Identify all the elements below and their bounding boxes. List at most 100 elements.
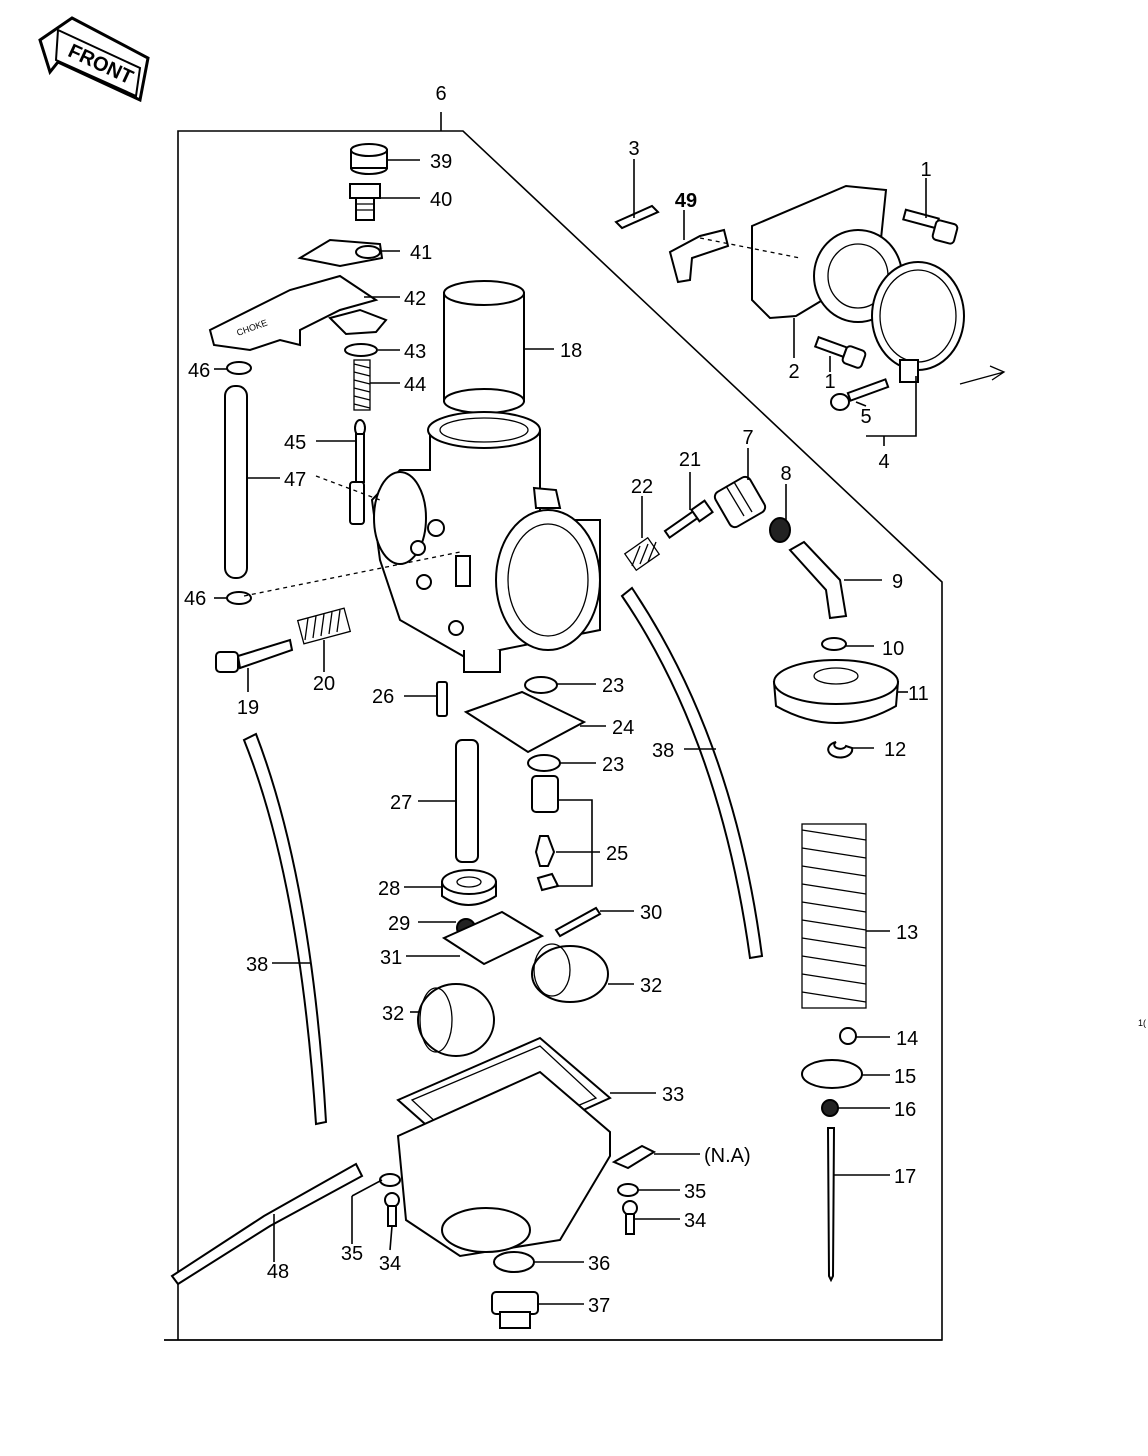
label-41: 41 [410,242,432,264]
label-37: 37 [588,1295,610,1317]
label-32-right: 32 [640,975,662,997]
part-12-clip [827,741,854,759]
label-3: 3 [628,138,639,160]
part-35-washer-right [617,1183,639,1197]
part-44-spring [353,359,371,411]
label-39: 39 [430,151,452,173]
part-10-washer [821,637,847,651]
label-26: 26 [372,686,394,708]
part-37-drain-plug [491,1291,539,1329]
part-5-screw [830,378,890,411]
leader-lines [214,159,927,1305]
part-38-tube-right [620,586,764,960]
label-23-top: 23 [602,675,624,697]
label-na: (N.A) [704,1145,751,1167]
part-49-bracket [668,228,730,284]
part-46-clamp-top [226,361,252,375]
part-41-42-choke-lever: CHOKE [208,238,388,352]
label-42: 42 [404,288,426,310]
label-44: 44 [404,374,426,396]
label-4: 4 [878,451,889,473]
label-32-left: 32 [382,1003,404,1025]
label-14: 14 [896,1028,918,1050]
part-23-gasket-bottom [527,754,561,772]
part-43-ring [344,343,378,357]
label-35-right: 35 [684,1181,706,1203]
label-48: 48 [267,1261,289,1283]
part-40-plug [349,183,381,221]
part-4-clamp-band [871,261,965,383]
label-34-right: 34 [684,1210,706,1232]
label-29: 29 [388,913,410,935]
label-9: 9 [892,571,903,593]
label-15: 15 [894,1066,916,1088]
part-18-throttle-slide [443,280,525,414]
part-31-float-arm [441,910,545,966]
part-35-washer-left [379,1173,401,1187]
part-9-elbow [788,540,848,620]
part-30-pin [554,906,602,938]
part-22-spring [623,536,661,572]
label-11: 11 [908,683,929,705]
part-27-needle-jet [455,739,479,863]
part-36-gasket [493,1251,535,1273]
label-1-bottom: 1 [824,371,835,393]
part-34-screw-right [622,1200,638,1235]
label-40: 40 [430,189,452,211]
label-21: 21 [679,449,701,471]
label-23-bottom: 23 [602,754,624,776]
part-32-float-left [417,983,495,1057]
part-34-screw-left [384,1192,400,1227]
part-7-adjuster [713,475,767,529]
part-1-bolt-top [902,208,959,245]
part-8-nut [769,517,791,543]
part-47-tube [224,385,248,579]
label-16: 16 [894,1099,916,1121]
part-25-float-valve [531,775,560,892]
label-17: 17 [894,1166,916,1188]
label-24: 24 [612,717,634,739]
part-38-tube-left [242,732,328,1126]
part-13-spring [801,823,867,1009]
edge-mark: 1( [1138,1018,1146,1028]
part-14-screw [839,1027,857,1045]
part-labels: 6 39 40 41 42 43 44 45 47 46 46 18 3 49 … [184,83,1146,1317]
label-25: 25 [606,843,628,865]
part-16-nut [821,1099,839,1117]
part-11-top-cap [772,659,900,724]
carburetor-body [370,411,601,673]
part-32-float-right [531,943,609,1003]
part-na-bracket [611,1144,657,1170]
label-22: 22 [631,476,653,498]
part-46-clamp-bottom [226,591,252,605]
part-48-hose [170,1162,364,1286]
part-17-needle [826,1127,836,1283]
label-46-top: 46 [188,360,210,382]
label-28: 28 [378,878,400,900]
part-24-plate [463,690,587,754]
part-21-air-screw [663,499,714,539]
part-39-cap [350,143,388,175]
label-27: 27 [390,792,412,814]
part-15-plate [801,1059,863,1089]
label-13: 13 [896,922,918,944]
label-8: 8 [780,463,791,485]
part-26-jet [436,681,448,717]
label-35-left: 35 [341,1243,363,1265]
part-3-pin [614,204,660,230]
label-47: 47 [284,469,306,491]
label-7: 7 [742,427,753,449]
label-1-top: 1 [920,159,931,181]
label-5: 5 [860,406,871,428]
part-33-float-bowl [396,1036,612,1258]
label-10: 10 [882,638,904,660]
label-46-bottom: 46 [184,588,206,610]
part-19-pilot-screw [215,638,294,673]
label-20: 20 [313,673,335,695]
label-33: 33 [662,1084,684,1106]
label-38-left: 38 [246,954,268,976]
label-36: 36 [588,1253,610,1275]
part-23-gasket-top [524,676,558,694]
label-43: 43 [404,341,426,363]
